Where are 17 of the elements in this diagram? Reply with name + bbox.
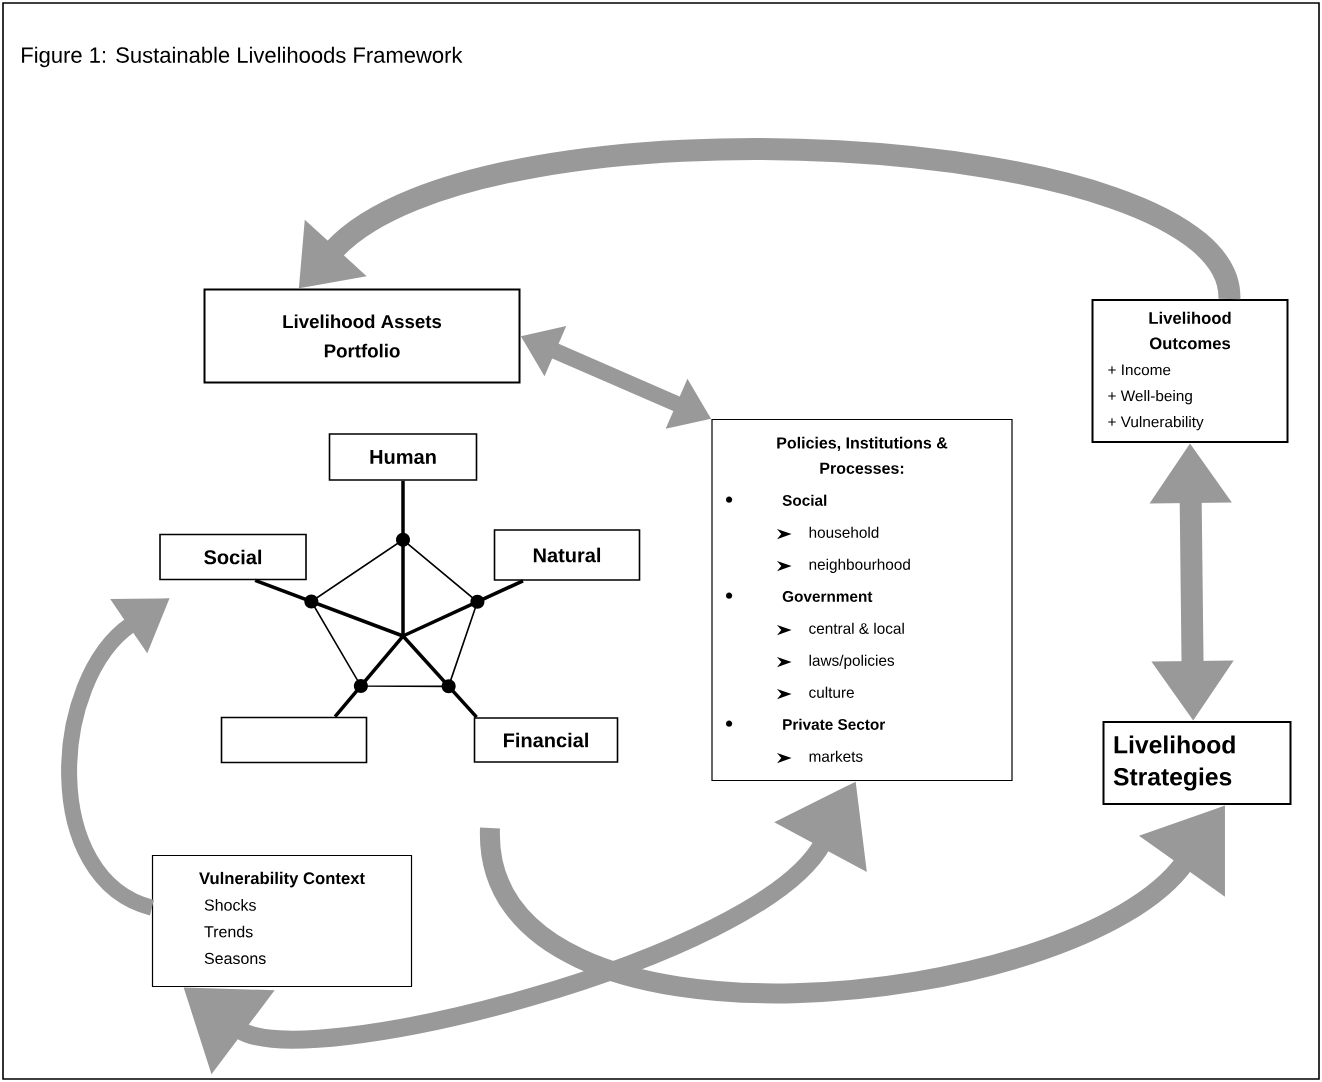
strategy-box: Livelihood Strategies: [1102, 721, 1292, 805]
context-box: Vulnerability Context Shocks Trends Seasons: [151, 854, 413, 988]
pentagon-drawing: [304, 532, 485, 694]
asset-box: Natural: [493, 529, 641, 581]
asset-box: Human: [328, 433, 478, 481]
spoke-line: [402, 579, 524, 638]
spoke-line: [401, 634, 478, 719]
outcome-box: Livelihood Outcomes + Income + Well-being + Vulnerability: [1091, 299, 1289, 443]
figure-title: Figure 1: Sustainable Livelihoods Framework: [22, 46, 463, 68]
spoke-line: [401, 480, 405, 636]
asset-box: Financial: [473, 717, 619, 763]
asset-portfolio-box: Livelihood Assets Portfolio: [203, 288, 521, 384]
asset-box: [220, 716, 368, 764]
policy-box: Policies, Institutions & Processes: Social household neighbourhood Government central & local laws/policies culture Private Sector markets: [711, 418, 1013, 782]
asset-box: Social: [159, 533, 307, 581]
spoke-line: [254, 578, 404, 638]
spoke-line: [333, 634, 405, 718]
